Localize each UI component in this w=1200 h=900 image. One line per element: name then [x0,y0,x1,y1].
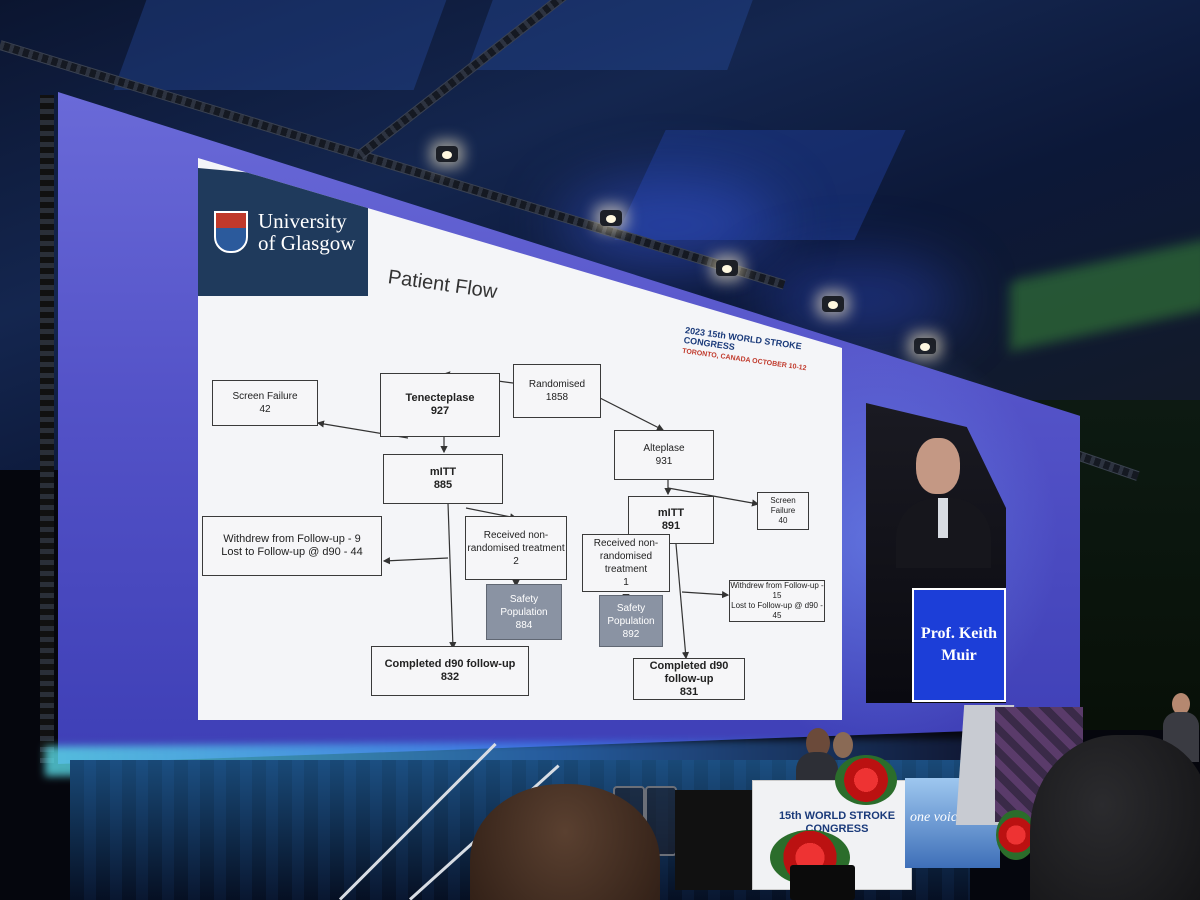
tenecteplase-label: Tenecteplase [405,392,475,404]
safety-line-1: Safety [509,593,539,605]
screen-failure-count: 42 [259,404,271,415]
safety-line-1: Safety [616,602,646,614]
mitt-box-tenecteplase: mITT 885 [383,454,503,504]
withdrew-box-tenecteplase: Withdrew from Follow-up - 9 Lost to Foll… [202,516,382,576]
stage-side-table [675,790,765,890]
logo-text: University of Glasgow [258,210,355,254]
safety-count: 892 [622,628,640,640]
mitt-label: mITT [657,507,685,519]
withdrew-line-1: Withdrew from Follow-up - 9 [223,533,361,545]
nonrandomised-box-tenecteplase: Received non- randomised treatment 2 [465,516,567,580]
audience-head [1030,735,1200,900]
completed-box-tenecteplase: Completed d90 follow-up 832 [371,646,529,696]
safety-line-2: Population [500,606,548,618]
lost-line-2: Lost to Follow-up @ d90 - 45 [731,601,823,620]
ceiling-panel [113,0,447,90]
spotlight-icon [716,260,738,276]
mitt-count: 885 [433,479,453,491]
tenecteplase-count: 927 [430,405,450,417]
tenecteplase-box: Tenecteplase 927 [380,373,500,437]
nonrandomised-line-1: Received non- [593,538,659,549]
nonrandomised-line-2: randomised treatment [599,551,653,575]
alteplase-label: Alteplase [643,443,685,454]
safety-population-box-alteplase: Safety Population 892 [599,595,663,647]
speaker-head [916,438,960,494]
speaker-name-line-2: Muir [941,647,977,664]
event-location: TORONTO, CANADA OCTOBER 10-12 [681,347,807,373]
randomised-box: Randomised 1858 [513,364,601,418]
speaker-name-line-1: Prof. Keith [920,625,998,642]
logo-line-1: University [258,209,347,233]
flower-arrangement [996,810,1036,860]
floor-monitor [790,865,855,900]
mitt-label: mITT [429,466,457,478]
mitt-count: 891 [661,520,681,532]
completed-count: 832 [440,671,460,683]
withdrew-line-1: Withdrew from Follow-up - 15 [730,581,824,600]
crest-icon [214,211,248,253]
spotlight-icon [600,210,622,226]
speaker-shirt [938,498,948,538]
alteplase-box: Alteplase 931 [614,430,714,480]
nonrandomised-line-1: Received non- [483,529,549,541]
completed-count: 831 [679,685,699,698]
safety-count: 884 [515,619,533,631]
spotlight-icon [914,338,936,354]
completed-label: Completed d90 follow-up [384,658,516,670]
slide-title: Patient Flow [386,266,499,304]
flower-arrangement [835,755,897,805]
nonrandomised-count: 1 [623,577,629,588]
nonrandomised-count: 2 [513,555,519,567]
alteplase-count: 931 [655,456,673,467]
completed-box-alteplase: Completed d90 follow-up 831 [633,658,745,700]
screen-failure-box-alteplase: Screen Failure 40 [757,492,809,530]
audience-head [470,784,660,900]
panelist-head [833,732,853,758]
speaker-name-card: Prof. Keith Muir [912,588,1006,702]
spotlight-icon [822,296,844,312]
screen-failure-box: Screen Failure 42 [212,380,318,426]
banner-text: one voice [910,810,964,825]
screen-frame-left [40,95,54,763]
screen-failure-label: Screen Failure [770,496,796,515]
logo-line-2: of Glasgow [258,231,356,255]
lost-line-2: Lost to Follow-up @ d90 - 44 [221,546,363,558]
safety-line-2: Population [607,615,655,627]
safety-population-box-tenecteplase: Safety Population 884 [486,584,562,640]
randomised-count: 1858 [545,392,569,403]
completed-label: Completed d90 follow-up [649,659,729,685]
spotlight-icon [436,146,458,162]
screen-failure-label: Screen Failure [232,391,298,402]
screen-failure-count: 40 [778,516,788,525]
standing-person-head [1172,693,1190,715]
nonrandomised-line-2: randomised treatment [467,542,565,554]
randomised-label: Randomised [528,379,586,390]
withdrew-box-alteplase: Withdrew from Follow-up - 15 Lost to Fol… [729,580,825,622]
nonrandomised-box-alteplase: Received non- randomised treatment 1 [582,534,670,592]
